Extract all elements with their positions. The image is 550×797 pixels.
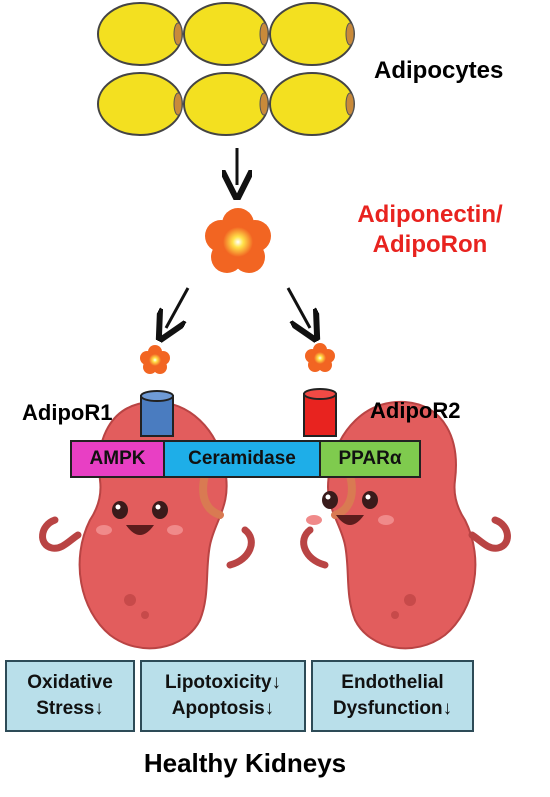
outcome-lipotoxicity-apoptosis: Lipotoxicity↓Apoptosis↓: [140, 660, 306, 732]
pathway-ampk: AMPK: [70, 440, 165, 478]
adipocyte-cell: [183, 72, 269, 136]
pathway-ppara: PPARα: [319, 440, 421, 478]
footer-title: Healthy Kidneys: [143, 748, 347, 778]
adipocytes-label: Adipocytes: [374, 57, 504, 84]
arrow-to-adipor2: [286, 287, 310, 328]
adiponectin-small-right: [305, 343, 335, 372]
adipor1-label: AdipoR1: [22, 400, 113, 425]
ligand-label-line1: Adiponectin/: [357, 201, 503, 228]
adipocyte-cell: [269, 72, 355, 136]
adipor2-label: AdipoR2: [370, 398, 461, 423]
adipor2-receptor: [303, 388, 337, 437]
pathway-ceramidase: Ceramidase: [163, 440, 321, 478]
ligand-label-line2: AdipoRon: [372, 231, 488, 258]
adipocyte-cell: [97, 72, 183, 136]
adiponectin-flower: [205, 208, 271, 273]
adipor1-receptor: [140, 390, 174, 437]
kidney-right: [300, 400, 511, 650]
adipocyte-cell: [269, 2, 355, 66]
arrow-to-adipor1: [166, 287, 190, 328]
adipocyte-cluster: [97, 2, 355, 136]
kidney-left: [39, 400, 255, 650]
adipocyte-cell: [97, 2, 183, 66]
adiponectin-small-left: [140, 345, 170, 374]
ligand-label: Adiponectin/ AdipoRon: [340, 200, 520, 260]
adipocyte-cell: [183, 2, 269, 66]
